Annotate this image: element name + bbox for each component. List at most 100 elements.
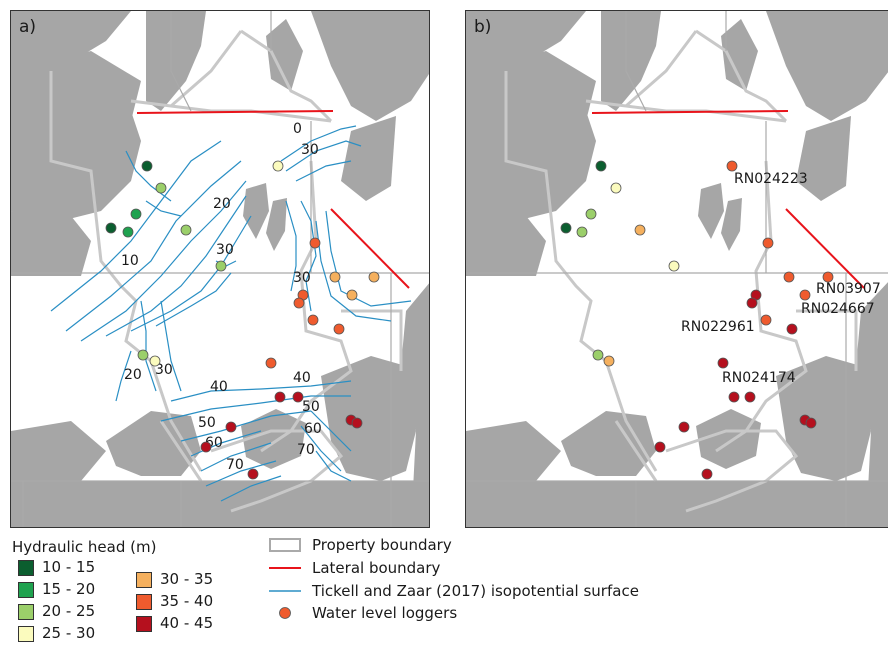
isopotential-contours	[50, 125, 412, 502]
legend-swatch-20-25	[18, 604, 34, 620]
water-level-logger	[122, 226, 134, 238]
water-level-loggers	[560, 160, 834, 480]
legend: Hydraulic head (m) 10 - 15 15 - 20 20 - …	[12, 536, 882, 644]
legend-swatch-35-40	[136, 594, 152, 610]
water-level-logger	[141, 160, 153, 172]
water-level-logger	[225, 421, 237, 433]
legend-label-15-20: 15 - 20	[42, 580, 96, 598]
land-masses	[11, 11, 429, 527]
water-level-logger	[333, 323, 345, 335]
contour-label: 70	[297, 442, 315, 458]
logger-symbol	[279, 607, 291, 619]
legend-label-40-45: 40 - 45	[160, 614, 214, 632]
water-level-logger	[760, 314, 772, 326]
contour-label: 30	[301, 142, 319, 158]
property-boundary-symbol	[269, 538, 301, 552]
water-level-logger	[149, 355, 161, 367]
water-level-loggers	[105, 160, 380, 480]
water-level-logger	[746, 297, 758, 309]
water-level-logger	[668, 260, 680, 272]
station-label: RN024223	[734, 171, 808, 187]
contour-label: 30	[155, 362, 173, 378]
water-level-logger	[610, 182, 622, 194]
lateral-boundaries	[591, 110, 865, 289]
legend-swatch-25-30	[18, 626, 34, 642]
panel-label: b)	[474, 17, 492, 37]
contour-label: 40	[210, 379, 228, 395]
legend-swatch-15-20	[18, 582, 34, 598]
water-level-logger	[595, 160, 607, 172]
water-level-logger	[726, 160, 738, 172]
water-level-logger	[762, 237, 774, 249]
water-level-logger	[822, 271, 834, 283]
water-level-logger	[307, 314, 319, 326]
water-level-logger	[799, 289, 811, 301]
station-label: RN024667	[801, 301, 875, 317]
water-level-logger	[274, 391, 286, 403]
water-level-logger	[346, 289, 358, 301]
water-level-logger	[130, 208, 142, 220]
contour-label: 40	[293, 370, 311, 386]
water-level-logger	[272, 160, 284, 172]
legend-swatch-10-15	[18, 560, 34, 576]
legend-title: Hydraulic head (m)	[12, 538, 157, 556]
water-level-logger	[329, 271, 341, 283]
water-level-logger	[292, 391, 304, 403]
legend-label-20-25: 20 - 25	[42, 602, 96, 620]
property-boundary	[504, 29, 858, 513]
water-level-logger	[786, 323, 798, 335]
water-level-logger	[783, 271, 795, 283]
water-level-logger	[265, 357, 277, 369]
water-level-logger	[728, 391, 740, 403]
water-level-logger	[293, 297, 305, 309]
legend-isopotential: Tickell and Zaar (2017) isopotential sur…	[312, 582, 639, 600]
contour-label: 30	[216, 242, 234, 258]
water-level-logger	[247, 468, 259, 480]
water-level-logger	[744, 391, 756, 403]
legend-swatch-40-45	[136, 616, 152, 632]
station-label: RN03907	[816, 281, 881, 297]
water-level-logger	[603, 355, 615, 367]
legend-property-boundary: Property boundary	[312, 536, 452, 554]
legend-water-level-loggers: Water level loggers	[312, 604, 458, 622]
water-level-logger	[654, 441, 666, 453]
water-level-logger	[309, 237, 321, 249]
water-level-logger	[805, 417, 817, 429]
water-level-logger	[701, 468, 713, 480]
contour-label: 50	[302, 399, 320, 415]
water-level-logger	[351, 417, 363, 429]
water-level-logger	[717, 357, 729, 369]
water-level-logger	[215, 260, 227, 272]
contour-label: 20	[124, 367, 142, 383]
cadastre-lines	[466, 11, 888, 527]
contour-label: 70	[226, 457, 244, 473]
water-level-logger	[200, 441, 212, 453]
contour-label: 0	[293, 121, 302, 137]
water-level-logger	[368, 271, 380, 283]
water-level-logger	[678, 421, 690, 433]
lateral-boundaries	[136, 110, 410, 289]
legend-label-30-35: 30 - 35	[160, 570, 214, 588]
contour-label: 20	[213, 196, 231, 212]
contour-label: 50	[198, 415, 216, 431]
legend-label-35-40: 35 - 40	[160, 592, 214, 610]
water-level-logger	[634, 224, 646, 236]
legend-swatch-30-35	[136, 572, 152, 588]
legend-label-25-30: 25 - 30	[42, 624, 96, 642]
water-level-logger	[180, 224, 192, 236]
water-level-logger	[155, 182, 167, 194]
station-label: RN024174	[722, 370, 796, 386]
water-level-logger	[105, 222, 117, 234]
legend-lateral-boundary: Lateral boundary	[312, 559, 441, 577]
station-label: RN022961	[681, 319, 755, 335]
legend-label-10-15: 10 - 15	[42, 558, 96, 576]
contour-label: 30	[293, 270, 311, 286]
water-level-logger	[592, 349, 604, 361]
contour-label: 60	[304, 421, 322, 437]
water-level-logger	[576, 226, 588, 238]
